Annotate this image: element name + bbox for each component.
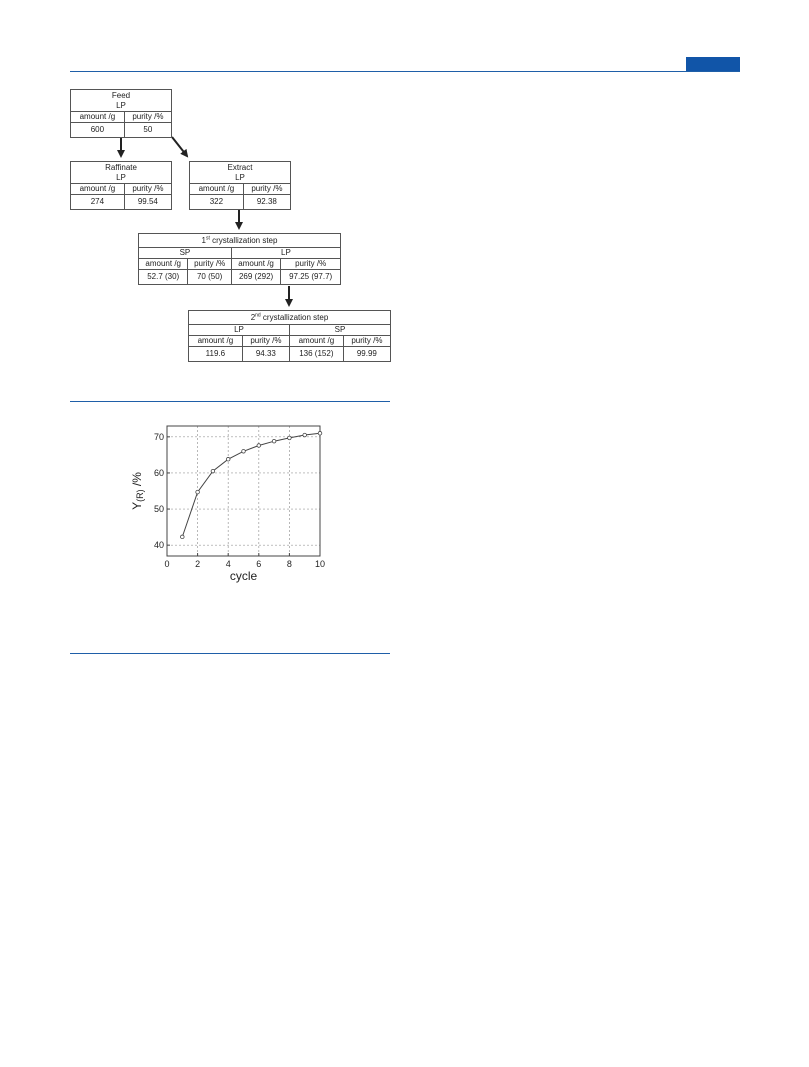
series-line bbox=[181, 432, 321, 538]
data-point bbox=[210, 468, 216, 474]
x-axis-label: cycle bbox=[230, 569, 258, 583]
feed-col-amount: amount /g bbox=[70, 111, 125, 123]
cryst2-right-amount: 136 (152) bbox=[288, 346, 344, 362]
cryst2-box: 2nd crystallization step LP SP amount /g… bbox=[188, 310, 392, 362]
feed-purity: 50 bbox=[123, 122, 173, 138]
cryst1-right-purity: 97.25 (97.7) bbox=[280, 269, 341, 285]
x-tick-label: 10 bbox=[315, 559, 325, 569]
cryst2-right-col-purity: purity /% bbox=[342, 335, 392, 347]
y-tick-label: 40 bbox=[154, 540, 164, 550]
data-point bbox=[225, 457, 231, 462]
x-tick-label: 4 bbox=[226, 559, 231, 569]
cryst2-left-label: LP bbox=[188, 324, 290, 336]
x-tick-label: 0 bbox=[164, 559, 169, 569]
flow-arrows bbox=[117, 136, 293, 307]
data-point bbox=[180, 534, 185, 540]
header-rule bbox=[70, 71, 740, 72]
data-point bbox=[271, 438, 277, 444]
data-point bbox=[256, 443, 261, 448]
y-tick-label: 50 bbox=[154, 504, 164, 514]
extract-col-purity: purity /% bbox=[242, 183, 292, 195]
cryst1-left-label: SP bbox=[138, 247, 232, 259]
raffinate-col-amount: amount /g bbox=[70, 183, 125, 195]
data-point bbox=[287, 435, 292, 441]
data-point bbox=[302, 432, 307, 438]
section-rule-2 bbox=[70, 653, 390, 654]
feed-amount: 600 bbox=[70, 122, 125, 138]
data-point bbox=[195, 489, 200, 495]
cryst1-right-col-purity: purity /% bbox=[280, 258, 341, 270]
cryst1-right-amount: 269 (292) bbox=[230, 269, 282, 285]
chart-frame bbox=[166, 425, 321, 557]
yield-chart: 0 2 4 6 8 10 40 50 60 70 cycle Y(R) /% bbox=[130, 425, 325, 583]
x-tick-label: 8 bbox=[287, 559, 292, 569]
y-tick-label: 70 bbox=[154, 432, 164, 442]
cryst1-left-purity: 70 (50) bbox=[187, 269, 232, 285]
x-tick-label: 2 bbox=[195, 559, 200, 569]
extract-purity: 92.38 bbox=[242, 194, 292, 210]
cryst1-left-col-purity: purity /% bbox=[187, 258, 232, 270]
raffinate-purity: 99.54 bbox=[123, 194, 173, 210]
cryst1-title: 1st crystallization step bbox=[138, 233, 341, 248]
cryst2-title: 2nd crystallization step bbox=[188, 310, 391, 325]
cryst2-right-purity: 99.99 bbox=[342, 346, 392, 362]
extract-col-amount: amount /g bbox=[189, 183, 244, 195]
cryst1-box: 1st crystallization step SP LP amount /g… bbox=[137, 233, 342, 285]
y-axis-label: Y(R) /% bbox=[130, 472, 145, 510]
series-points bbox=[180, 431, 323, 540]
raffinate-amount: 274 bbox=[70, 194, 125, 210]
chart-grid bbox=[167, 426, 320, 556]
data-point bbox=[317, 431, 323, 436]
y-tick-label: 60 bbox=[154, 468, 164, 478]
cryst2-right-col-amount: amount /g bbox=[288, 335, 344, 347]
cryst2-right-label: SP bbox=[288, 324, 392, 336]
arrow-feed-extract bbox=[171, 136, 189, 158]
cryst1-right-col-amount: amount /g bbox=[230, 258, 282, 270]
data-point bbox=[241, 449, 246, 454]
header-accent-bar bbox=[686, 57, 740, 71]
x-tick-label: 6 bbox=[256, 559, 261, 569]
cryst2-left-amount: 119.6 bbox=[188, 346, 243, 362]
section-rule-1 bbox=[70, 401, 390, 402]
cryst1-left-amount: 52.7 (30) bbox=[137, 269, 189, 285]
feed-col-purity: purity /% bbox=[123, 111, 173, 123]
cryst1-left-col-amount: amount /g bbox=[137, 258, 189, 270]
extract-amount: 322 bbox=[189, 194, 244, 210]
cryst2-left-col-amount: amount /g bbox=[188, 335, 243, 347]
cryst1-right-label: LP bbox=[230, 247, 342, 259]
raffinate-col-purity: purity /% bbox=[123, 183, 173, 195]
chart-ticks: 0 2 4 6 8 10 40 50 60 70 bbox=[154, 432, 325, 569]
cryst2-left-purity: 94.33 bbox=[241, 346, 290, 362]
cryst2-left-col-purity: purity /% bbox=[241, 335, 290, 347]
